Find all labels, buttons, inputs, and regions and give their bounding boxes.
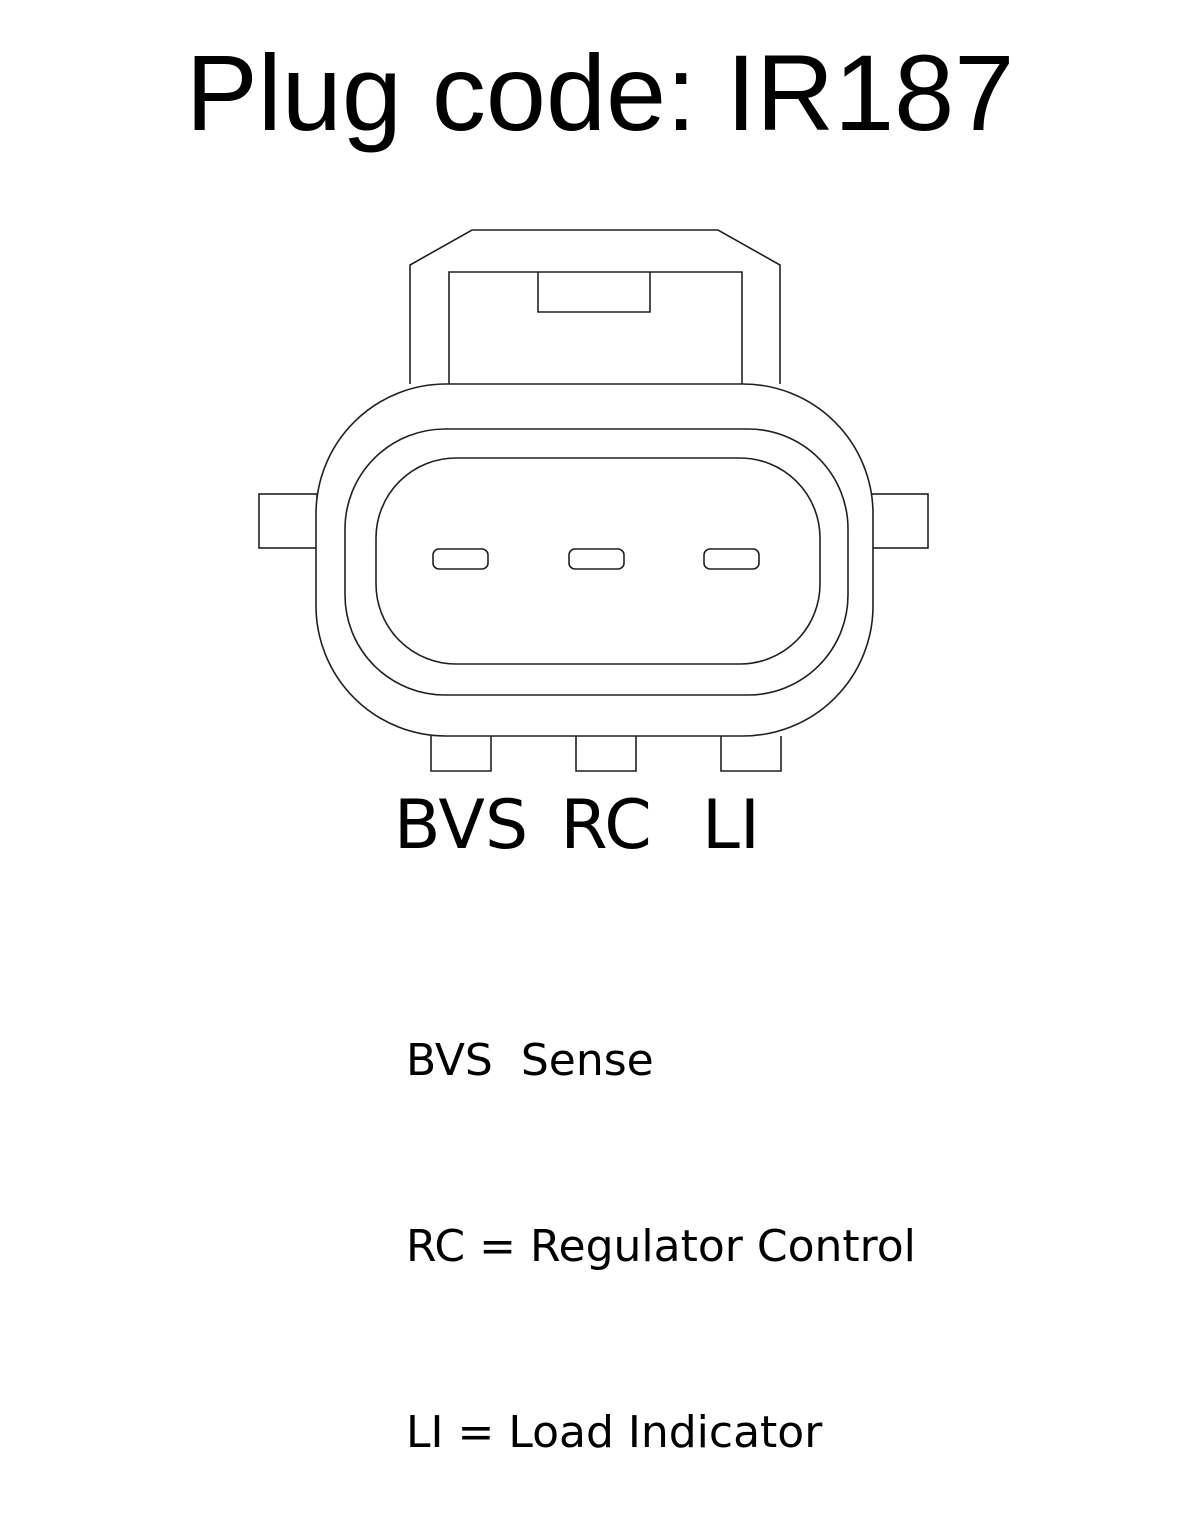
pin-legend: BVS Sense RC = Regulator Control LI = Lo… [406,906,916,1526]
pin-socket-rc [568,548,625,570]
terminal-tab-li [720,736,782,772]
connector-latch [409,229,781,384]
pin-label-bvs: BVS [394,786,528,865]
pin-socket-li [703,548,760,570]
terminal-tab-rc [575,736,637,772]
legend-item-rc: RC = Regulator Control [406,1221,916,1272]
terminal-tab-bvs [430,736,492,772]
connector-right-ear [870,493,929,549]
connector-inner-shell [344,428,849,696]
connector-face [375,457,821,665]
legend-item-li: LI = Load Indicator [406,1407,823,1458]
legend-item-bvs: BVS Sense [406,1035,654,1086]
connector-left-ear [258,493,318,549]
pin-label-li: LI [702,786,760,865]
pin-socket-bvs [432,548,489,570]
pin-label-rc: RC [560,786,651,865]
connector-outer-shell [315,383,874,737]
page-title: Plug code: IR187 [185,32,1015,153]
connector-diagram: BVS RC LI [258,229,929,865]
